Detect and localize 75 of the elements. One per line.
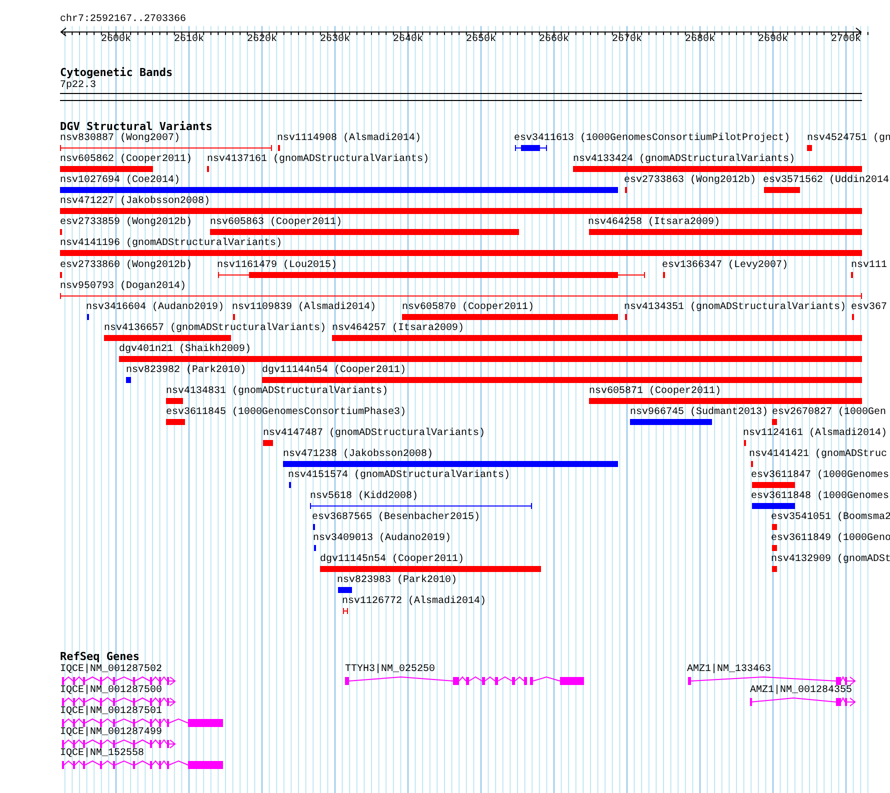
track-title: Cytogenetic Bands [60,67,173,79]
variant-label: nsv4147487 (gnomADStructuralVariants) [263,428,486,440]
tick-label: 2630k [320,34,350,46]
variant-label: nsv4134351 (gnomADStructuralVariants) [624,302,846,314]
variant-label: nsv4524751 (gn [807,133,890,145]
tick-label: 2610k [174,34,204,46]
variant-label: nsv4136657 (gnomADStructuralVariants) [104,323,326,335]
variant-label: esv367 [851,302,888,314]
variant-label: nsv1109839 (Alsmadi2014) [232,302,376,314]
gene-label: IQCE|NM_001287502 [60,664,162,676]
variant-label: esv2733860 (Wong2012b) [60,260,192,272]
variant-label: dgv401n21 (Shaikh2009) [119,344,252,356]
variant-label: nsv605871 (Cooper2011) [589,386,722,398]
band-label: 7p22.3 [60,80,96,92]
variant-label: nsv3416604 (Audano2019) [86,302,224,314]
coordinate-label: chr7:2592167..2703366 [60,14,186,26]
variant-label: nsv3409013 (Audano2019) [313,533,452,545]
track-title: DGV Structural Variants [60,121,212,133]
variant-label: nsv471238 (Jakobsson2008) [283,449,434,461]
gene-label: IQCE|NM_001287499 [60,727,162,739]
variant-label: dgv11145n54 (Cooper2011) [320,554,464,566]
variant-label: nsv605862 (Cooper2011) [60,154,192,166]
variant-label: nsv4133424 (gnomADStructuralVariants) [573,154,796,166]
variant-label: esv3611847 (1000Genomes [751,470,890,482]
variant-label: esv3611849 (1000Geno [771,533,890,545]
track-title: RefSeq Genes [60,651,140,663]
variant-label: nsv4151574 (gnomADStructuralVariants) [288,470,510,482]
variant-label: nsv111 [851,260,888,272]
variant-label: nsv4141421 (gnomADStruc [749,449,888,461]
variant-label: nsv1161479 (Lou2015) [217,260,338,272]
variant-label: esv3687565 (Besenbacher2015) [312,512,480,524]
variant-label: nsv4134831 (gnomADStructuralVariants) [166,386,388,398]
variant-label: esv2670827 (1000Gen [772,407,886,419]
variant-label: nsv1124161 (Alsmadi2014) [743,428,888,440]
variant-label: nsv1126772 (Alsmadi2014) [342,596,486,608]
variant-label: nsv471227 (Jakobsson2008) [60,196,210,208]
variant-label: nsv1027694 (Coe2014) [60,175,180,187]
variant-label: nsv1114908 (Alsmadi2014) [277,133,422,145]
gene-label: IQCE|NM_001287501 [60,706,162,718]
gene-label: AMZ1|NM_133463 [687,664,772,676]
variant-label: esv3571562 (Uddin2014 [763,175,890,187]
gene-label: AMZ1|NM_001284355 [750,685,852,697]
tick-label: 2600k [101,34,132,46]
variant-label: nsv823983 (Park2010) [337,575,458,587]
tick-label: 2690k [758,34,788,46]
variant-label: nsv5618 (Kidd2008) [310,491,418,503]
variant-label: esv3541051 (Boomsma2 [771,512,890,524]
gene-label: IQCE|NM_001287500 [60,685,162,697]
gene-label: IQCE|NM_152558 [60,748,144,760]
variant-label: nsv605870 (Cooper2011) [402,302,534,314]
tick-label: 2700k [831,34,862,46]
variant-label: nsv4137161 (gnomADStructuralVariants) [207,154,430,166]
variant-label: nsv464257 (Itsara2009) [332,323,464,335]
tick-label: 2650k [466,34,496,46]
variant-label: nsv4132909 (gnomADSt [771,554,890,566]
variant-label: nsv605863 (Cooper2011) [210,217,342,229]
variant-label: esv2733859 (Wong2012b) [60,217,192,229]
variant-label: nsv830887 (Wong2007) [60,133,180,145]
variant-label: esv3611845 (1000GenomesConsortiumPhase3) [166,407,406,419]
tick-label: 2670k [612,34,642,46]
variant-label: nsv950793 (Dogan2014) [60,281,186,293]
variant-label: esv2733863 (Wong2012b) [624,175,756,187]
variant-label: dgv11144n54 (Cooper2011) [262,365,406,377]
variant-label: esv1366347 (Levy2007) [662,260,788,272]
tick-label: 2620k [247,34,278,46]
variant-label: esv3411613 (1000GenomesConsortiumPilotProject) [514,133,790,145]
variant-label: esv3611848 (1000Genomes [751,491,890,503]
tick-label: 2660k [539,34,570,46]
variant-label: nsv823982 (Park2010) [126,365,246,377]
variant-label: nsv4141196 (gnomADStructuralVariants) [60,238,282,250]
tick-label: 2640k [393,34,424,46]
tick-label: 2680k [685,34,716,46]
gene-label: TTYH3|NM_025250 [345,664,436,676]
variant-label: nsv464258 (Itsara2009) [588,217,720,229]
variant-label: nsv966745 (Sudmant2013) [630,407,768,419]
